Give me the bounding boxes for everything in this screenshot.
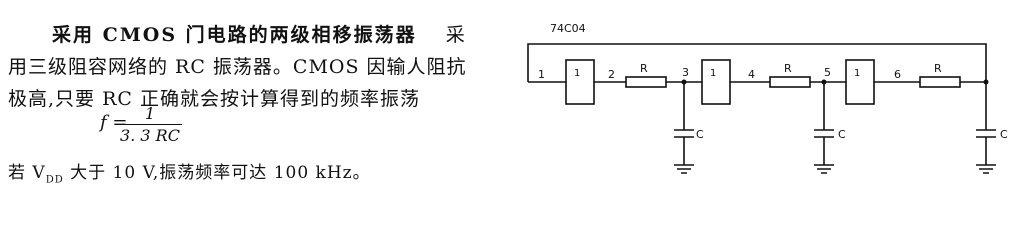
body-line-2: 用三级阻容网络的 RC 振荡器。CMOS 因输人阻抗: [8, 56, 467, 78]
inverter-1: [565, 59, 595, 105]
formula-numerator: 1: [144, 104, 156, 123]
capacitor-1-label: C: [696, 128, 704, 141]
formula-denominator: 3. 3 RC: [120, 126, 180, 145]
node-4-label: 4: [748, 68, 755, 81]
inverter-1-label: 1: [574, 68, 580, 79]
capacitor-3: [976, 82, 996, 174]
formula-lhs: f =: [100, 112, 128, 133]
vdd-subscript: DD: [45, 174, 64, 186]
junction-dot-5: [821, 79, 827, 85]
body-line-5: 若 VDD 大于 10 V,振荡频率可达 100 kHz。: [8, 158, 371, 185]
body-line-3: 极高,只要 RC 正确就会按计算得到的频率振荡: [8, 88, 420, 110]
junction-dot-out: [983, 79, 989, 85]
resistor-3-label: R: [934, 62, 942, 75]
fraction-bar: [118, 124, 182, 125]
capacitor-3-label: C: [1000, 128, 1008, 141]
article-title: 采用 CMOS 门电路的两级相移振荡器: [52, 24, 417, 46]
capacitor-1: [674, 82, 694, 174]
node-6-label: 6: [894, 68, 901, 81]
resistor-3: [919, 76, 961, 88]
title-line-tail: 采: [445, 24, 466, 46]
resistor-1-label: R: [640, 62, 648, 75]
frequency-formula: f = 1 3. 3 RC: [100, 104, 182, 145]
inverter-2: [701, 59, 731, 105]
capacitor-2-label: C: [838, 128, 846, 141]
resistor-2: [769, 76, 811, 88]
phase-shift-oscillator-schematic: 74C04 1 1 1 1 2 3 4 5 6 R R R C C C: [527, 22, 1008, 174]
node-2-label: 2: [608, 68, 615, 81]
resistor-2-label: R: [784, 62, 792, 75]
title-line: 采用 CMOS 门电路的两级相移振荡器 采: [52, 20, 466, 47]
body-line-5-text: 若 VDD 大于 10 V,振荡频率可达 100 kHz。: [8, 163, 371, 186]
chip-label: 74C04: [550, 22, 586, 35]
node-5-label: 5: [824, 66, 831, 79]
junction-dot-3: [681, 79, 687, 85]
formula-fraction: 1 3. 3 RC: [118, 104, 182, 145]
inverter-3: [845, 59, 875, 105]
node-1-label: 1: [538, 68, 545, 81]
capacitor-2: [814, 82, 834, 174]
inverter-2-label: 1: [710, 68, 716, 79]
inverter-3-label: 1: [854, 68, 860, 79]
feedback-wire: [527, 43, 987, 82]
node-3-label: 3: [682, 66, 689, 79]
resistor-1: [625, 76, 667, 88]
